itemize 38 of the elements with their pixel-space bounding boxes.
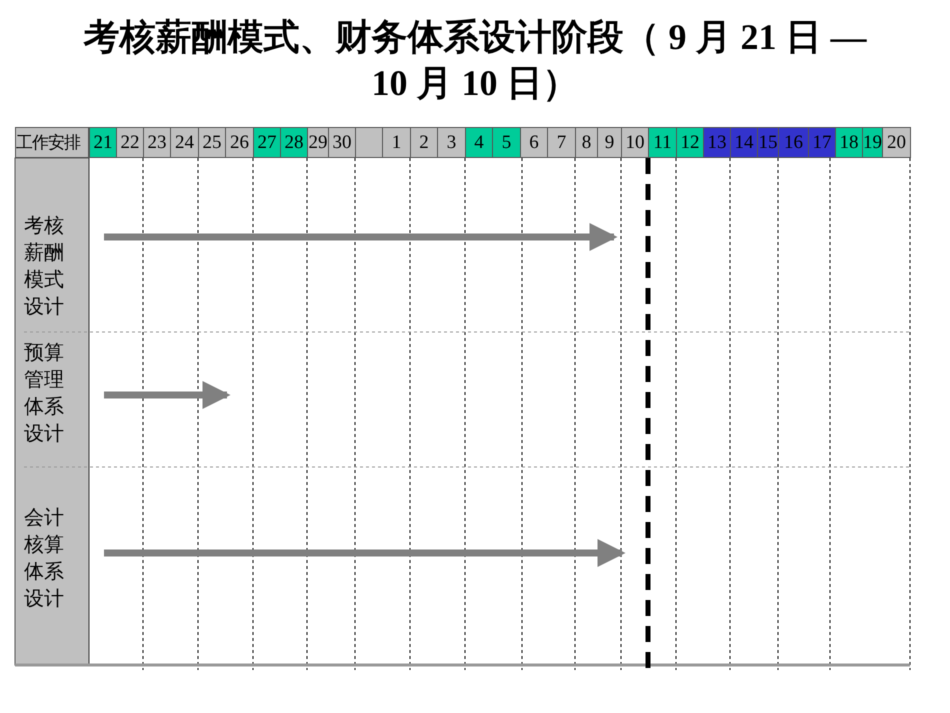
date-cell: 4 — [465, 127, 493, 158]
date-cell: 7 — [547, 127, 576, 158]
date-cell: 9 — [597, 127, 622, 158]
date-cell: 8 — [575, 127, 598, 158]
arrow — [104, 539, 626, 567]
date-cell: 25 — [198, 127, 226, 158]
table-header-cell: 工作安排 — [15, 127, 89, 158]
title: 考核薪酬模式、财务体系设计阶段（ 9 月 21 日 — 10 月 10 日） — [82, 16, 868, 105]
date-cell: 14 — [730, 127, 758, 158]
date-cell: 10 — [621, 127, 649, 158]
date-cell: 17 — [808, 127, 836, 158]
date-cell: 23 — [143, 127, 171, 158]
arrow — [104, 381, 230, 409]
date-cell: 30 — [328, 127, 356, 158]
date-cell: 13 — [703, 127, 731, 158]
arrow — [104, 223, 618, 251]
date-cell: 20 — [882, 127, 911, 158]
date-cell: 18 — [835, 127, 863, 158]
date-cell: 26 — [225, 127, 254, 158]
date-cell: 29 — [307, 127, 329, 158]
date-cell: 3 — [437, 127, 466, 158]
date-cell: 16 — [778, 127, 809, 158]
date-cell: 21 — [89, 127, 117, 158]
row-label: 会计核算体系设计 — [24, 505, 70, 613]
date-cell: 19 — [862, 127, 883, 158]
date-cell: 28 — [280, 127, 308, 158]
date-cell: 24 — [170, 127, 199, 158]
date-cell: 5 — [492, 127, 521, 158]
date-cell: 27 — [253, 127, 281, 158]
date-cell: 11 — [648, 127, 677, 158]
date-cell: 15 — [757, 127, 779, 158]
row-label: 考核薪酬模式设计 — [24, 213, 70, 321]
date-cell: 1 — [382, 127, 411, 158]
date-cell: 12 — [676, 127, 704, 158]
date-cell: 2 — [410, 127, 438, 158]
date-cell: 6 — [520, 127, 548, 158]
row-label: 预算管理体系设计 — [24, 340, 70, 448]
date-cell: 22 — [116, 127, 144, 158]
